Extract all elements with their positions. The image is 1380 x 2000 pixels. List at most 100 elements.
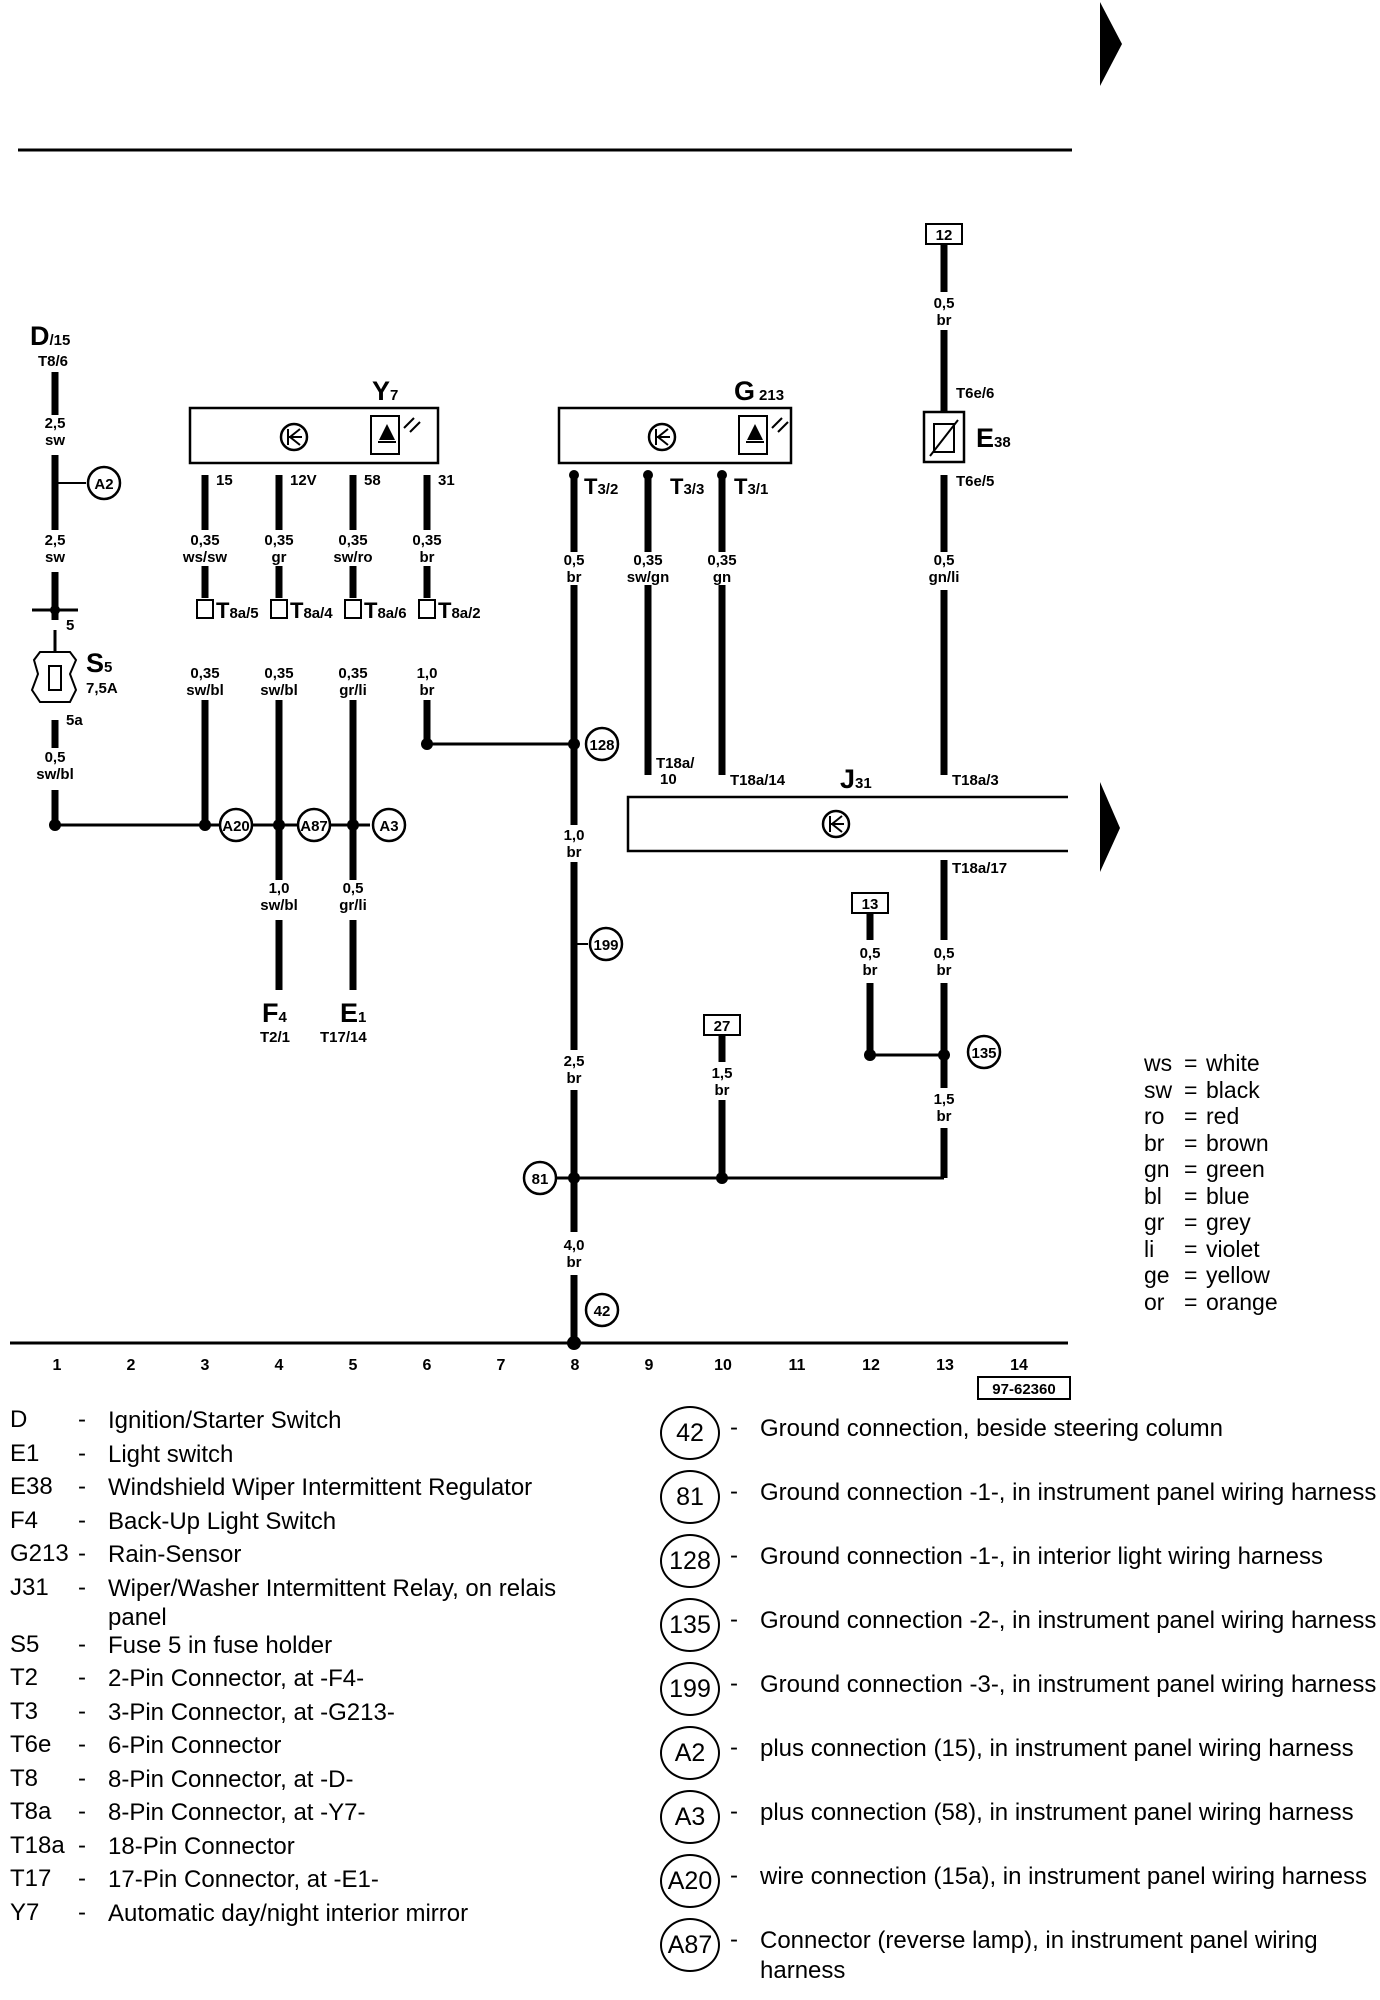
wire-label-size: 2,5 bbox=[564, 1053, 585, 1070]
junction-dot bbox=[49, 819, 61, 831]
wire-label-size: 0,35 bbox=[264, 665, 293, 682]
node-circle: 128 bbox=[660, 1534, 720, 1588]
continue-arrow-top bbox=[1100, 2, 1122, 86]
node-a20: A20 bbox=[218, 807, 254, 843]
node-128: 128 bbox=[584, 726, 620, 762]
junction-dot bbox=[643, 470, 653, 480]
legend-row: ws=white bbox=[1144, 1050, 1260, 1076]
node-circle: 199 bbox=[660, 1662, 720, 1716]
svg-text:A87: A87 bbox=[300, 818, 328, 835]
pin-t18a-10b: 10 bbox=[660, 771, 677, 788]
pin-y7-12v: 12V bbox=[290, 472, 317, 489]
electronic-icon bbox=[821, 809, 851, 839]
wire-label-color: br bbox=[937, 312, 952, 329]
wire-label-size: 0,35 bbox=[338, 665, 367, 682]
component-j31-label: J31 bbox=[840, 764, 872, 794]
column-number: 6 bbox=[423, 1357, 432, 1374]
junction-dot bbox=[938, 1049, 950, 1061]
wire-label-color: sw/bl bbox=[36, 766, 74, 783]
junction-dot bbox=[199, 819, 211, 831]
svg-text:12: 12 bbox=[936, 227, 953, 244]
node-circle: A2 bbox=[660, 1726, 720, 1780]
wire-label-size: 1,0 bbox=[417, 665, 438, 682]
fuse-s5-icon bbox=[30, 651, 78, 703]
wire-label-size: 0,35 bbox=[264, 532, 293, 549]
column-number: 14 bbox=[1010, 1357, 1028, 1374]
wire-label-size: 0,5 bbox=[564, 552, 585, 569]
wire-label-size: 0,5 bbox=[343, 880, 364, 897]
junction-dot bbox=[569, 470, 579, 480]
column-number: 5 bbox=[349, 1357, 358, 1374]
component-e38-label: E38 bbox=[976, 423, 1011, 453]
wire-label-color: gr bbox=[272, 549, 287, 566]
connector-t8a bbox=[196, 599, 436, 619]
wire-label-color: br bbox=[567, 569, 582, 586]
wire-label-size: 1,5 bbox=[934, 1091, 955, 1108]
node-circle: A87 bbox=[660, 1918, 720, 1972]
pin-t3-3: T3/3 bbox=[670, 474, 704, 499]
continue-arrow-right bbox=[1100, 782, 1120, 872]
wire-label-size: 0,5 bbox=[934, 945, 955, 962]
wire-label-color: sw/bl bbox=[260, 897, 298, 914]
color-legend: ws=white sw=black ro=red br=brown gn=gre… bbox=[1144, 1050, 1278, 1315]
wire-label-color: br bbox=[567, 1254, 582, 1271]
wire-label-size: 0,35 bbox=[707, 552, 736, 569]
wire-label-color: br bbox=[863, 962, 878, 979]
svg-text:97-62360: 97-62360 bbox=[992, 1381, 1055, 1398]
junction-dot bbox=[568, 738, 580, 750]
wire-label-size: 4,0 bbox=[564, 1237, 585, 1254]
junction-dot bbox=[864, 1049, 876, 1061]
wire-label-color: br bbox=[567, 844, 582, 861]
column-number: 12 bbox=[862, 1357, 880, 1374]
svg-text:135: 135 bbox=[971, 1045, 996, 1062]
wire-label-size: 2,5 bbox=[45, 532, 66, 549]
wire-label-color: br bbox=[937, 962, 952, 979]
component-y7-box bbox=[188, 406, 440, 465]
wire-label-size: 0,5 bbox=[45, 749, 66, 766]
wire-label-size: 0,5 bbox=[860, 945, 881, 962]
svg-text:13: 13 bbox=[862, 896, 879, 913]
wire-label-size: 1,0 bbox=[564, 827, 585, 844]
node-circle: 81 bbox=[660, 1470, 720, 1524]
node-199: 199 bbox=[574, 926, 624, 962]
column-number: 3 bbox=[201, 1357, 210, 1374]
node-circle: 42 bbox=[660, 1406, 720, 1460]
legend-row: br=brown bbox=[1144, 1129, 1269, 1156]
legend-row: ge=yellow bbox=[1144, 1262, 1270, 1288]
ref-box-12: 12 bbox=[925, 223, 963, 245]
wire-label-color: gr/li bbox=[339, 897, 367, 914]
wire-label-color: br bbox=[420, 549, 435, 566]
photodiode-icon bbox=[370, 415, 421, 455]
pin-y7-58: 58 bbox=[364, 472, 381, 489]
junction-dot bbox=[567, 1336, 581, 1350]
junction-dot bbox=[347, 819, 359, 831]
pin-t8a-2: T8a/2 bbox=[438, 598, 481, 623]
wire-label-color: sw/bl bbox=[186, 682, 224, 699]
junction-dot bbox=[568, 1172, 580, 1184]
legend-row: gr=grey bbox=[1144, 1209, 1251, 1235]
legend-row: ro=red bbox=[1144, 1103, 1240, 1129]
node-circle: A3 bbox=[660, 1790, 720, 1844]
node-135: 135 bbox=[966, 1034, 1002, 1070]
svg-text:199: 199 bbox=[593, 937, 618, 954]
wire-label-color: br bbox=[937, 1108, 952, 1125]
component-d-connector: T8/6 bbox=[38, 353, 68, 370]
column-number: 1 bbox=[53, 1357, 62, 1374]
wire-label-color: sw bbox=[45, 549, 65, 566]
wire-label-size: 0,5 bbox=[934, 295, 955, 312]
component-d-label: D/15 bbox=[30, 321, 70, 351]
wire-label-color: sw/gn bbox=[627, 569, 670, 586]
svg-text:27: 27 bbox=[714, 1018, 731, 1035]
junction-dot bbox=[716, 1172, 728, 1184]
svg-text:81: 81 bbox=[532, 1171, 549, 1188]
node-42: 42 bbox=[584, 1292, 620, 1328]
wire-label-color: gn bbox=[713, 569, 731, 586]
column-number: 9 bbox=[645, 1357, 654, 1374]
wire-label-color: gn/li bbox=[929, 569, 960, 586]
column-number: 10 bbox=[714, 1357, 732, 1374]
wire-label-color: sw/ro bbox=[333, 549, 372, 566]
node-circle: A20 bbox=[660, 1854, 720, 1908]
ref-box-13: 13 bbox=[851, 892, 889, 914]
